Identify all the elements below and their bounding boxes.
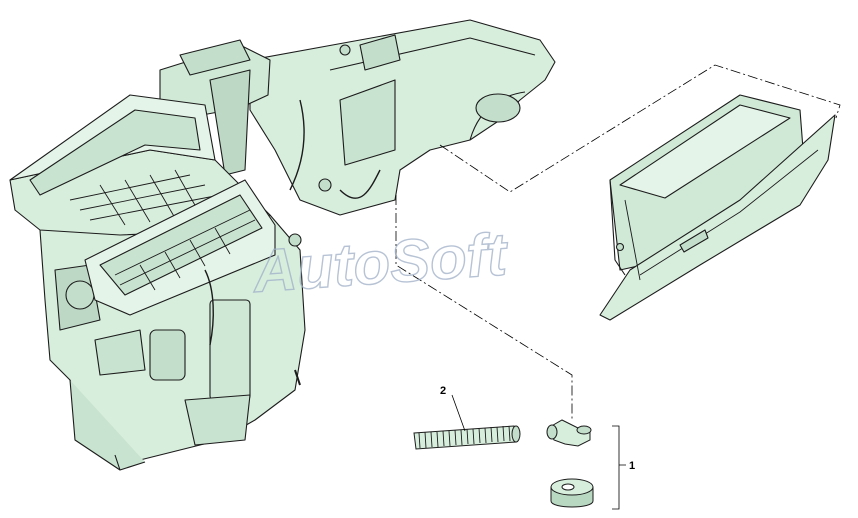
callout-label: 2: [440, 385, 446, 397]
callout-label: 1: [629, 460, 635, 472]
top-grille: [69, 169, 221, 226]
hose-corrugations: [418, 425, 511, 449]
drain-hose: [413, 425, 521, 450]
glove-box: [599, 94, 836, 321]
hvac-housing-assembly: [9, 19, 556, 471]
leader-line: [451, 394, 466, 432]
air-duct: [249, 19, 556, 216]
drain-elbow: [546, 419, 592, 447]
phantom-lines: [395, 64, 841, 420]
drain-valve-cap: [550, 478, 594, 508]
callout-2: 2: [440, 385, 466, 432]
callout-1: 1: [612, 425, 635, 510]
glove-box-lid: [599, 114, 836, 321]
bracket: [612, 425, 626, 510]
watermark-logo: AutoSoft: [249, 220, 511, 305]
